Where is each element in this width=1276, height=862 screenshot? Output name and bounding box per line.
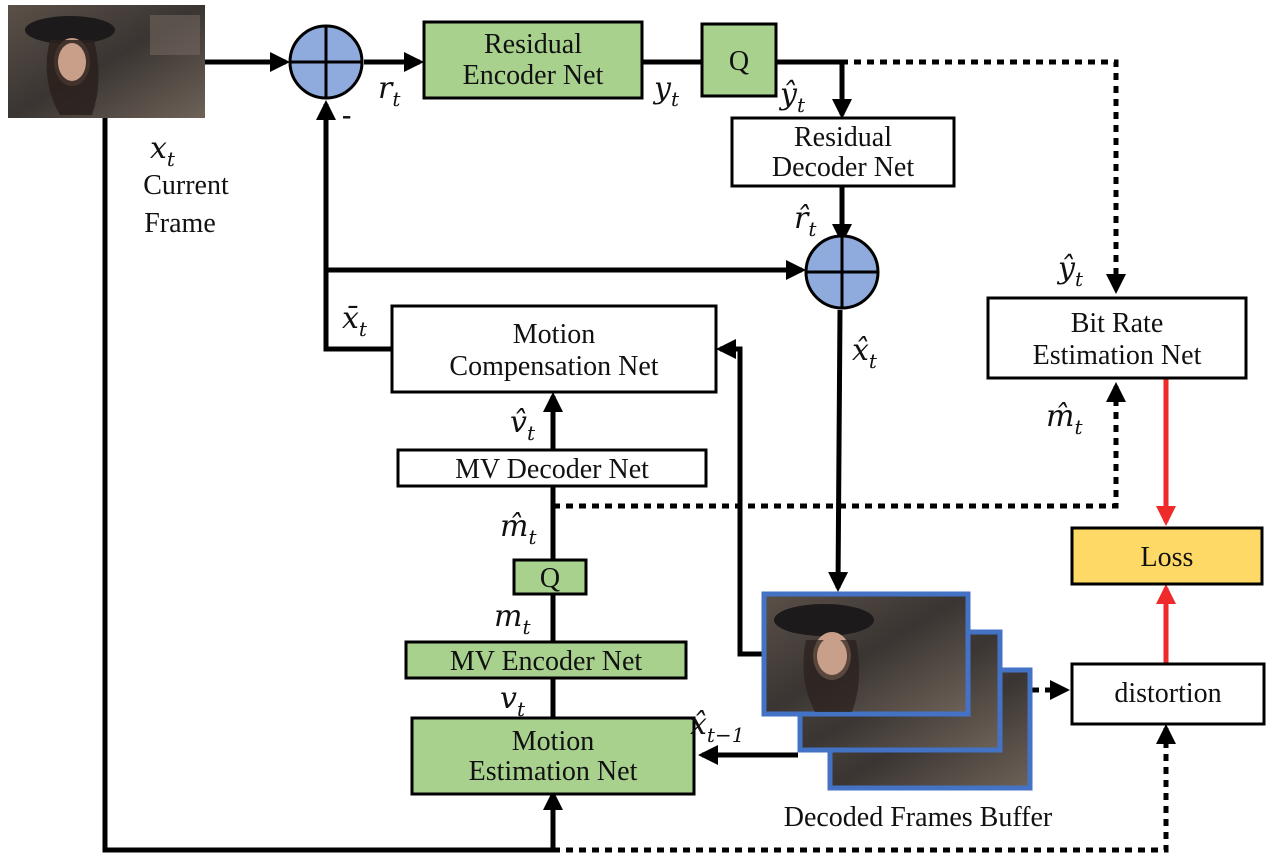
residual-decoder-label-1: Residual — [794, 122, 892, 153]
quantizer-top-block: Q — [700, 22, 778, 98]
motion-compensation-block: Motion Compensation Net — [390, 304, 718, 394]
symbol-m-hat-t-right: m̂t — [1046, 399, 1083, 439]
symbol-v-t: vt — [500, 681, 526, 721]
edge-sum-to-buffer — [828, 309, 849, 592]
label-current-frame: xt Current Frame — [143, 131, 229, 239]
current-frame-image — [8, 5, 205, 118]
mv-decoder-block: MV Decoder Net — [396, 448, 708, 488]
sum-node-top — [288, 24, 364, 100]
symbol-y-hat-t: ŷt — [778, 77, 806, 117]
symbol-x-bar-t: x̄t — [342, 301, 368, 341]
sum-node-bottom — [804, 234, 880, 310]
motion-estimation-label-2: Estimation Net — [469, 756, 638, 787]
minus-sign: - — [342, 100, 351, 131]
quantizer-mv-block: Q — [512, 558, 588, 596]
mv-encoder-label: MV Encoder Net — [450, 646, 643, 677]
symbol-x-hat-t: x̂t — [852, 333, 878, 373]
symbol-y-t: yt — [652, 71, 680, 111]
residual-encoder-block: Residual Encoder Net — [422, 20, 644, 100]
residual-decoder-label-2: Decoder Net — [772, 152, 914, 183]
symbol-m-t: mt — [494, 599, 531, 639]
edge-frame-to-me — [102, 118, 563, 853]
motion-estimation-block: Motion Estimation Net — [410, 716, 696, 796]
loss-label: Loss — [1141, 542, 1194, 573]
quantizer-mv-label: Q — [540, 563, 560, 594]
residual-decoder-block: Residual Decoder Net — [730, 116, 956, 188]
current-frame-caption-1: Current — [143, 170, 229, 201]
loss-block: Loss — [1070, 526, 1264, 586]
motion-estimation-label-1: Motion — [512, 726, 594, 757]
residual-encoder-label-1: Residual — [484, 29, 582, 60]
edge-frame-to-distortion — [553, 724, 1176, 853]
bit-rate-label-1: Bit Rate — [1071, 308, 1164, 339]
buffer-frame-1 — [761, 591, 971, 717]
distortion-label: distortion — [1114, 678, 1221, 709]
mv-decoder-label: MV Decoder Net — [455, 454, 649, 485]
edge-mhat-to-bitrate — [553, 382, 1126, 509]
quantizer-top-label: Q — [729, 46, 749, 77]
current-frame-caption-2: Frame — [144, 208, 216, 239]
distortion-block: distortion — [1070, 662, 1266, 726]
symbol-x-hat-t-minus-1: x̂t−1 — [690, 707, 744, 747]
symbol-y-hat-t-right: ŷt — [1056, 251, 1084, 291]
mv-encoder-block: MV Encoder Net — [404, 640, 688, 680]
motion-compensation-label-2: Compensation Net — [449, 351, 658, 382]
residual-encoder-label-2: Encoder Net — [463, 60, 604, 91]
motion-compensation-label-1: Motion — [513, 319, 595, 350]
symbol-r-t: rt — [378, 71, 401, 111]
dotted-connectors — [553, 59, 1176, 853]
edge-yhat-to-bitrate — [776, 59, 1126, 294]
symbol-m-hat-t: m̂t — [500, 509, 537, 549]
buffer-caption: Decoded Frames Buffer — [784, 802, 1053, 833]
bit-rate-block: Bit Rate Estimation Net — [986, 296, 1248, 380]
symbol-x-t: xt — [150, 131, 176, 171]
decoded-frames-buffer: Decoded Frames Buffer — [761, 591, 1053, 833]
symbol-v-hat-t: v̂t — [510, 405, 536, 445]
bit-rate-label-2: Estimation Net — [1033, 340, 1202, 371]
edge-buffer-to-mc — [716, 339, 765, 657]
edge-mc-to-sum — [316, 100, 392, 352]
solid-connectors — [102, 52, 852, 853]
symbol-r-hat-t: r̂t — [794, 201, 817, 241]
